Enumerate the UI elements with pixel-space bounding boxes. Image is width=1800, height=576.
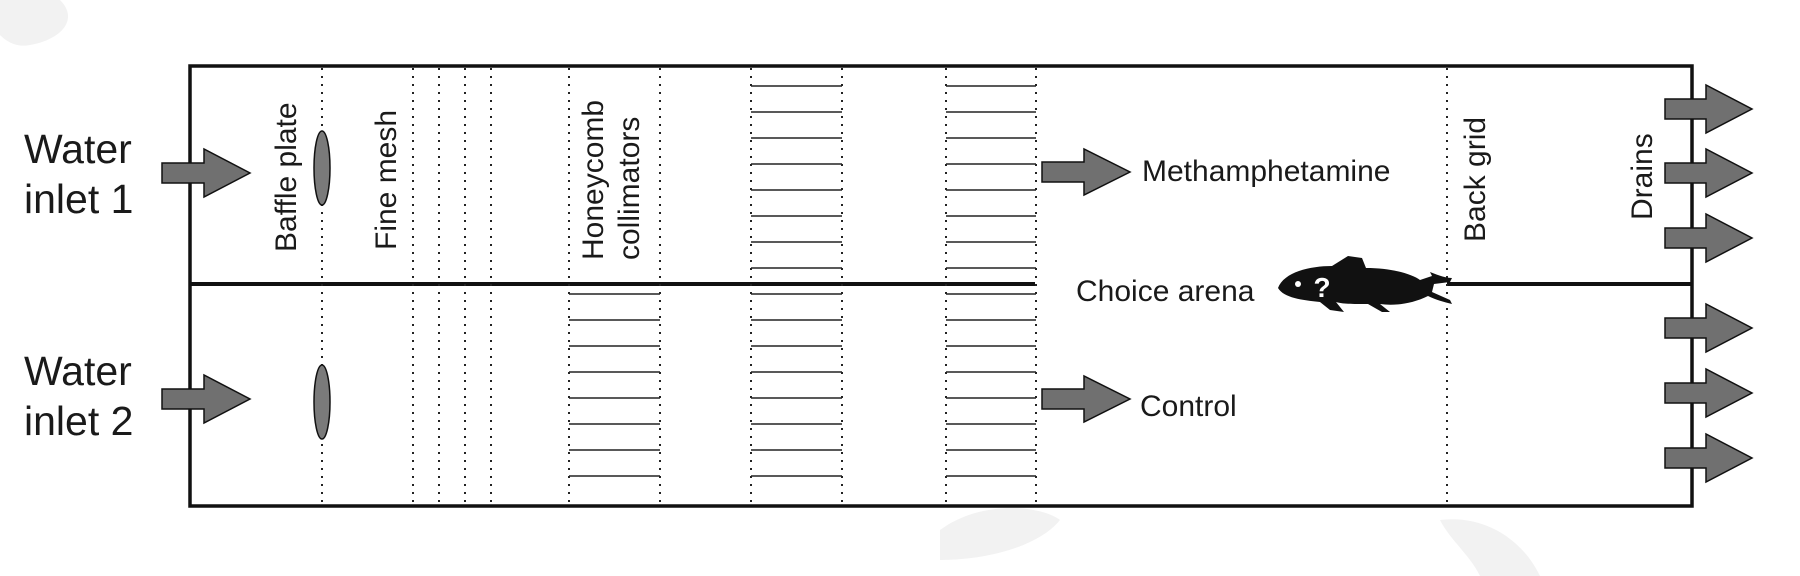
- fine-mesh-label: Fine mesh: [370, 110, 403, 250]
- fish-icon: ?: [1278, 256, 1452, 312]
- water-inlet-2-label: Water inlet 2: [24, 348, 143, 444]
- background-watermark: [0, 0, 1540, 576]
- drain-arrow-1: [1664, 83, 1754, 135]
- baffle-plate-label: Baffle plate: [270, 102, 303, 252]
- drain-arrow-2: [1664, 147, 1754, 199]
- baffle-plate-1: [313, 130, 331, 206]
- drain-arrow-4: [1664, 302, 1754, 354]
- methamphetamine-label: Methamphetamine: [1142, 155, 1390, 188]
- honeycomb-collimators: [569, 85, 1036, 477]
- fish-question-mark: ?: [1313, 272, 1330, 303]
- drain-arrows: [1664, 83, 1754, 484]
- water-inlet-1-label: Water inlet 1: [24, 126, 143, 222]
- baffle-plate-2: [313, 364, 331, 440]
- drains-label: Drains: [1626, 133, 1659, 220]
- control-arrow: [1041, 374, 1132, 424]
- methamphetamine-arrow: [1041, 147, 1132, 197]
- inlet-1-arrow: [161, 147, 252, 199]
- choice-arena-label: Choice arena: [1076, 275, 1255, 308]
- inlet-2-arrow: [161, 373, 252, 425]
- dotted-lines: [321, 68, 1448, 504]
- drain-arrow-3: [1664, 212, 1754, 264]
- control-label: Control: [1140, 390, 1237, 423]
- honeycomb-collimators-label: Honeycomb collimators: [577, 92, 646, 260]
- drain-arrow-5: [1664, 367, 1754, 419]
- drain-arrow-6: [1664, 432, 1754, 484]
- back-grid-label: Back grid: [1459, 117, 1492, 242]
